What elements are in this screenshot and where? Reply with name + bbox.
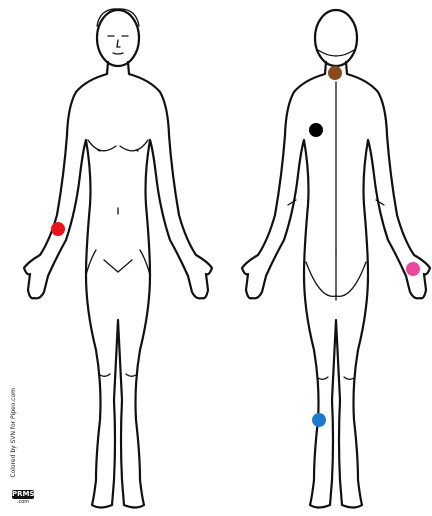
back-hairline: [318, 50, 354, 56]
credit-text: Colored by SVN for Pipeo.com: [10, 388, 17, 478]
front-chest: [88, 140, 148, 151]
logo-domain: .com: [12, 499, 34, 505]
front-nose: [117, 40, 120, 47]
marker-back-left-shoulder-blade[interactable]: [309, 123, 323, 137]
back-body-figure: [242, 10, 430, 508]
front-body-contour: [24, 62, 212, 508]
front-knees: [100, 374, 136, 376]
front-mouth: [113, 53, 123, 54]
back-knees: [318, 377, 354, 379]
pain-markers: [51, 66, 420, 427]
front-head: [97, 10, 139, 66]
marker-front-right-wrist[interactable]: [51, 222, 65, 236]
back-head: [315, 10, 357, 66]
marker-back-neck[interactable]: [328, 66, 342, 80]
marker-back-left-calf[interactable]: [312, 413, 326, 427]
front-body-figure: [24, 9, 212, 508]
logo-mark: PRMS: [12, 490, 34, 499]
back-buttocks: [306, 255, 366, 300]
marker-back-right-hand[interactable]: [406, 262, 420, 276]
front-groin: [104, 260, 132, 272]
site-logo: PRMS .com: [12, 490, 34, 506]
